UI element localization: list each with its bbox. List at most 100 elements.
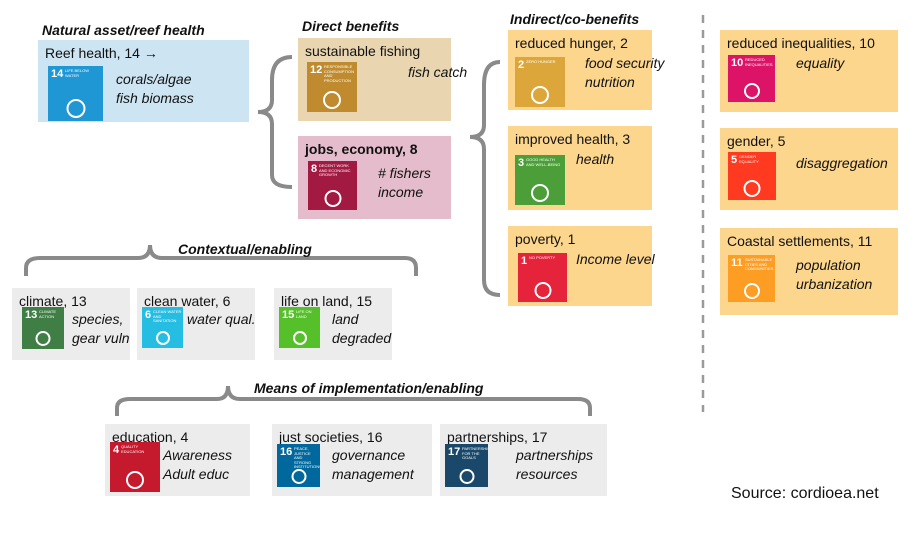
brace-means (115, 385, 592, 416)
sdg-label: No poverty (529, 255, 556, 260)
goal-indicators: water qual. (187, 310, 255, 329)
sdg-10-equality-icon: 10Reduced inequalities (728, 55, 775, 102)
goal-indicators: equality (796, 54, 844, 73)
sdg-label: Life below water (65, 68, 90, 78)
sdg-label: Partnerships for the goals (462, 446, 488, 460)
sdg-label: Reduced inequalities (745, 57, 773, 67)
goal-box-title: improved health, 3 (515, 131, 631, 147)
water-drop-icon (155, 331, 170, 345)
goal-box-title: jobs, economy, 8 (305, 141, 418, 157)
goal-box-title: reduced hunger, 2 (515, 35, 628, 51)
bowl-icon (531, 86, 549, 104)
goal-box-title: sustainable fishing (305, 43, 421, 59)
sdg-number: 2 (518, 59, 525, 71)
indicator-text: Adult educ (163, 466, 230, 482)
indicator-text: governance (332, 447, 406, 463)
goal-box-fishing: sustainable fishing 12Responsible consump… (298, 38, 467, 121)
book-icon (126, 471, 144, 489)
goal-indicators: land degraded (332, 310, 391, 348)
sdg-label: Peace, justice and strong institutions (294, 446, 320, 469)
goal-box-justice: just societies, 1616Peace, justice and s… (272, 424, 432, 496)
sdg-number: 15 (282, 309, 295, 321)
goal-box-coastal: Coastal settlements, 1111Sustainable cit… (720, 228, 898, 315)
goal-indicators: health (576, 150, 614, 169)
indicator-text: disaggregation (796, 155, 888, 171)
goal-box-title: gender, 5 (727, 133, 786, 149)
goal-box-water: clean water, 66Clean water and sanitatio… (137, 288, 255, 360)
sdg-6-water-drop-icon: 6Clean water and sanitation (142, 307, 183, 348)
goal-box-title: clean water, 6 (144, 293, 231, 309)
sdg-number: 10 (731, 57, 744, 69)
brace-contextual (24, 244, 418, 276)
gender-icon (743, 180, 761, 197)
goal-box-title: education, 4 (112, 429, 189, 445)
flower-icon (459, 469, 474, 484)
sdg-12-infinity-icon: 12Responsible consumption and production (307, 62, 357, 112)
section-title-contextual: Contextual/enabling (178, 241, 312, 257)
indicator-text: water qual. (187, 311, 256, 327)
indicator-text: nutrition (585, 74, 635, 90)
sdg-number: 8 (311, 163, 318, 175)
goal-box-title: climate, 13 (19, 293, 87, 309)
goal-box-land: life on land, 1515Life on landlanddegrad… (274, 288, 392, 360)
sdg-5-gender-icon: 5Gender equality (728, 152, 776, 200)
section-title-indirect: Indirect/co-benefits (510, 11, 640, 27)
goal-box-title: just societies, 16 (279, 429, 383, 445)
fish-icon (66, 99, 85, 118)
heartbeat-icon (531, 184, 549, 202)
indicator-text: land (332, 311, 359, 327)
tree-icon (292, 331, 307, 345)
family-icon (534, 282, 551, 299)
indicator-text: income (378, 184, 424, 200)
sdg-label: Clean water and sanitation (153, 309, 182, 323)
indicator-text: health (576, 151, 615, 167)
goal-box-title: poverty, 1 (515, 231, 576, 247)
goal-box-health: improved health, 33Good health and well-… (508, 126, 652, 210)
source-credit: Source: cordioea.net (731, 485, 879, 502)
goal-indicators: Income level (576, 250, 655, 269)
sdg-number: 3 (518, 157, 525, 169)
indicator-text: fish catch (408, 64, 468, 80)
city-icon (743, 283, 760, 299)
sdg-label: Gender equality (739, 154, 759, 164)
goal-box-poverty: poverty, 11No povertyIncome level (508, 226, 655, 306)
infinity-icon (323, 91, 341, 109)
sdg-number: 4 (113, 444, 120, 456)
sdg-13-eye-globe-icon: 13Climate action (22, 307, 64, 349)
goal-indicators: species,gear vuln (72, 310, 130, 348)
sdg-number: 11 (731, 257, 743, 269)
sdg-16-dove-icon: 16Peace, justice and strong institutions (277, 444, 320, 487)
goal-box-partner: partnerships, 1717Partnerships for the g… (440, 424, 607, 496)
sdg-17-flower-icon: 17Partnerships for the goals (445, 444, 488, 487)
sdg-14-fish-icon: 14Life below water (48, 66, 103, 121)
indicator-text: Income level (576, 251, 655, 267)
indicator-text: species, (72, 311, 124, 327)
goal-box-jobs: jobs, economy, 88Decent work and economi… (298, 136, 451, 219)
sdg-label: Sustainable cities and communities (745, 257, 774, 271)
indicator-text: population (796, 257, 861, 273)
dove-icon (291, 469, 306, 484)
sdg-number: 13 (25, 309, 38, 321)
section-title-means: Means of implementation/enabling (254, 380, 484, 396)
sdg-2-bowl-icon: 2Zero hunger (515, 57, 565, 107)
sdg-4-book-icon: 4Quality education (110, 442, 160, 492)
sdg-number: 5 (731, 154, 738, 166)
goal-box-hunger: reduced hunger, 2 2Zero hunger food securi… (508, 30, 664, 110)
brace-indirect (469, 60, 501, 297)
brace-direct (257, 55, 293, 189)
indicator-text: urbanization (796, 276, 873, 292)
indicator-text: # fishers (378, 165, 431, 181)
sdg-number: 16 (280, 446, 293, 458)
goal-box-title: reduced inequalities, 10 (727, 35, 875, 51)
goal-box-title: life on land, 15 (281, 293, 373, 309)
goal-box-education: education, 44Quality educationAwarenessA… (105, 424, 250, 496)
sdg-number: 6 (145, 309, 152, 321)
sdg-label: Responsible consumption and production (324, 64, 354, 83)
sdg-label: Climate action (39, 309, 57, 319)
goal-box-gender: gender, 5 5Gender equality disaggregation (720, 128, 898, 210)
indicator-text: degraded (332, 330, 392, 346)
